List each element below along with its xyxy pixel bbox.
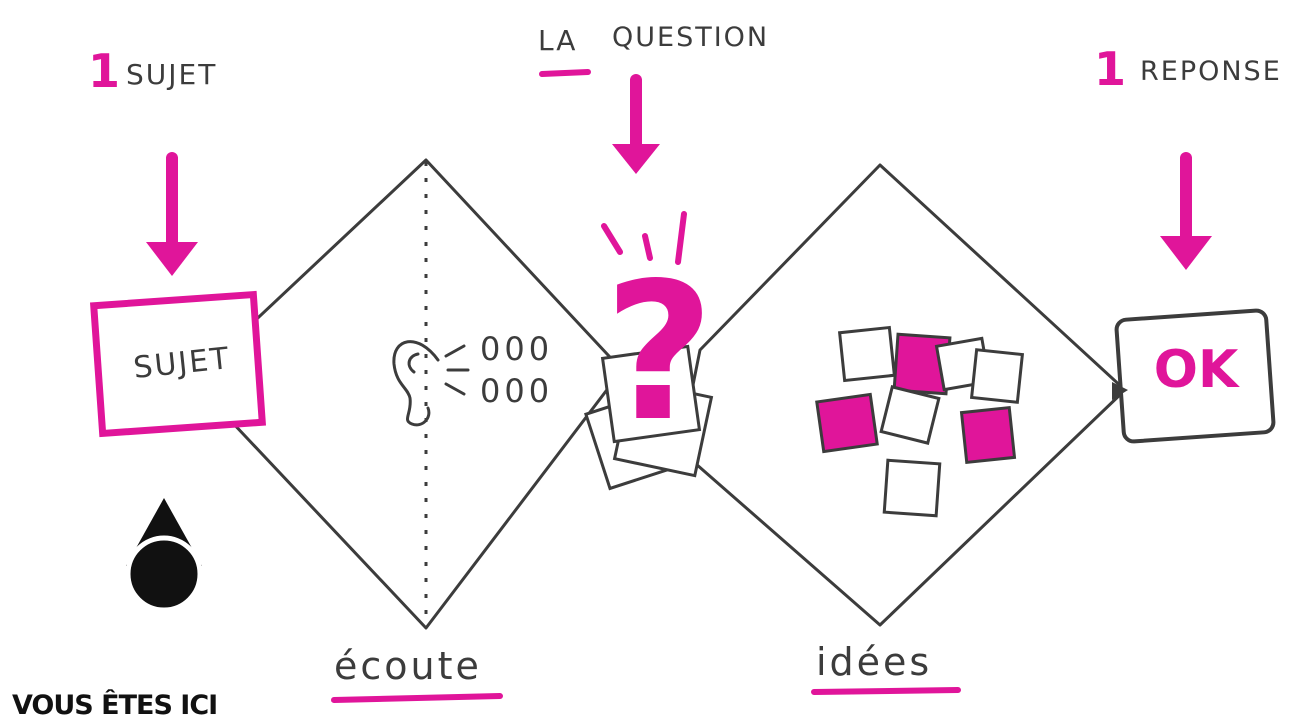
listening-symbols-row-1: 000 <box>480 330 554 368</box>
answer-box-label: OK <box>1153 340 1239 400</box>
answer-arrow <box>1160 152 1212 270</box>
answer-box-frame <box>1114 308 1276 444</box>
ear-icon <box>392 340 470 427</box>
listening-symbols-row-2: 000 <box>480 372 554 410</box>
phase-listening-label: écoute <box>334 644 482 688</box>
sticky-note-icon <box>815 325 1025 518</box>
ideas-underline <box>811 687 961 695</box>
answer-entry-arrowhead <box>1112 382 1128 400</box>
subject-heading: SUJET <box>126 58 218 91</box>
listening-underline <box>331 693 503 703</box>
answer-heading: REPONSE <box>1140 56 1282 87</box>
question-mark: ? <box>604 242 715 463</box>
listening-diamond <box>228 158 624 630</box>
location-pin-icon <box>125 498 203 613</box>
subject-count: 1 <box>88 44 121 98</box>
subject-arrow <box>146 152 198 276</box>
answer-count: 1 <box>1094 42 1127 96</box>
question-prefix: LA <box>538 24 578 57</box>
question-prefix-underline <box>539 69 591 77</box>
you-are-here-label: VOUS ÊTES ICI <box>12 690 218 721</box>
emphasis-strokes <box>601 211 687 265</box>
phase-ideas-label: idées <box>816 640 933 684</box>
question-sticky-notes <box>584 344 714 491</box>
subject-box-frame <box>89 290 267 438</box>
question-arrow <box>612 74 660 174</box>
question-heading: QUESTION <box>612 22 770 53</box>
